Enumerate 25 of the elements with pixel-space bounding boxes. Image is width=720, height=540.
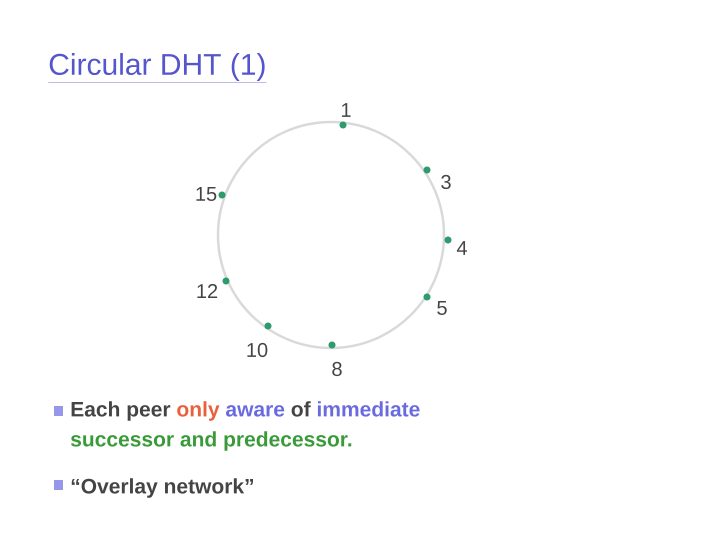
peer-dot: [222, 278, 230, 284]
peer-number: 10: [247, 342, 268, 358]
peer-number: 3: [441, 174, 451, 190]
peer-number: 12: [197, 284, 218, 298]
peer-dot: [264, 322, 272, 330]
bullet-text: Each peer only aware of immediate successor and predecessor.: [70, 401, 420, 451]
peer-number: 4: [456, 241, 467, 255]
label: of: [292, 401, 311, 417]
peer-number: 5: [437, 301, 447, 315]
label: only: [177, 401, 220, 421]
peer-number: 1: [342, 103, 351, 117]
peer-dot: [424, 166, 430, 174]
label: Each peer: [72, 401, 170, 421]
label: aware: [226, 405, 284, 417]
peer-dot: [340, 122, 346, 128]
label: successor and predecessor.: [70, 431, 352, 451]
peer-dot: [328, 342, 336, 348]
label: immediate: [318, 401, 420, 417]
peer-dot: [218, 192, 226, 198]
peer-number: 8: [332, 362, 342, 376]
peer-dot: [444, 236, 452, 244]
bullet-text: “Overlay network”: [72, 478, 254, 498]
slide-title: Circular DHT (1): [48, 53, 267, 83]
peer-number: 15: [196, 187, 216, 201]
peer-dot: [424, 294, 430, 300]
